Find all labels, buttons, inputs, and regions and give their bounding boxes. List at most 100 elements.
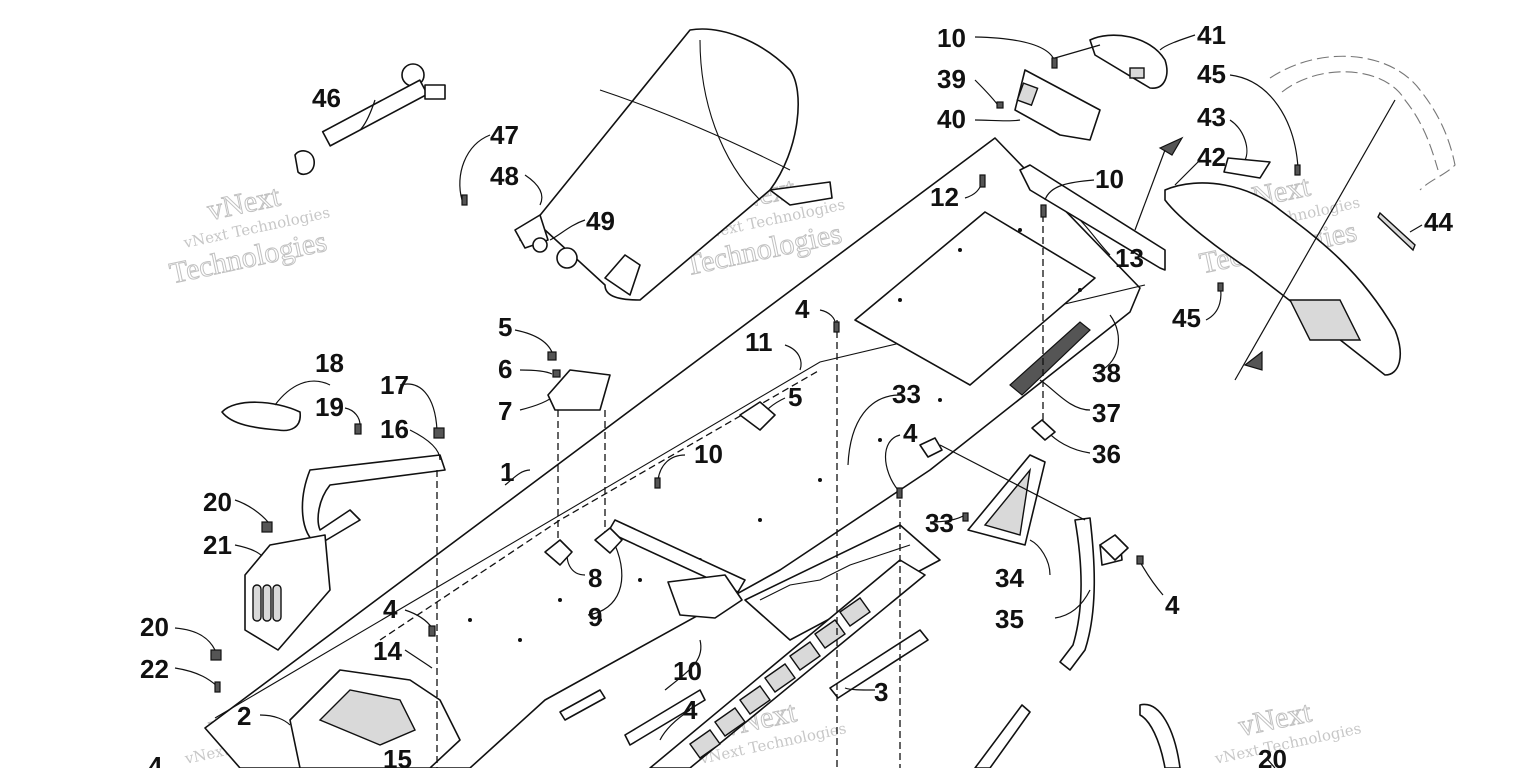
callout-12: 12	[930, 182, 959, 212]
callout-7: 7	[498, 396, 512, 426]
taillight	[1089, 34, 1168, 89]
pump-fitting	[424, 84, 446, 100]
callout-11: 11	[745, 327, 773, 357]
running-board-cutouts	[689, 597, 871, 759]
bolt	[996, 101, 1004, 109]
callout-4: 4	[795, 294, 810, 324]
callout-20c: 20	[1258, 744, 1287, 768]
bolt	[1217, 282, 1224, 292]
callout-6: 6	[498, 354, 512, 384]
callout-8: 8	[588, 563, 602, 593]
rear-assembly	[1014, 34, 1456, 381]
callout-40: 40	[937, 104, 966, 134]
left-side-hardware	[210, 401, 446, 661]
clip-36	[1031, 419, 1056, 441]
rear-grab-handle	[1059, 517, 1096, 671]
callout-3: 3	[874, 677, 888, 707]
callout-5b: 5	[788, 382, 802, 412]
callout-33b: 33	[925, 508, 954, 538]
callout-1: 1	[500, 457, 514, 487]
bolt	[214, 681, 221, 693]
grommet	[739, 401, 776, 431]
callout-34: 34	[995, 563, 1024, 593]
callout-4f: 4	[148, 751, 163, 768]
callout-5: 5	[498, 312, 512, 342]
callout-39: 39	[937, 64, 966, 94]
left-trim-strip-2	[624, 689, 706, 746]
callout-38: 38	[1092, 358, 1121, 388]
rear-bumper-phantom-inner	[1281, 71, 1439, 171]
callout-21: 21	[203, 530, 232, 560]
grab-handle	[301, 454, 446, 546]
rear-tube	[974, 704, 1031, 768]
assembly-lines	[436, 44, 1101, 768]
bolt	[428, 625, 436, 637]
tunnel-holes	[468, 228, 1082, 642]
callout-41: 41	[1197, 20, 1226, 50]
callout-33: 33	[892, 379, 921, 409]
callout-18: 18	[315, 348, 344, 378]
bolt	[1051, 57, 1058, 69]
taillight-bracket	[1014, 69, 1101, 141]
callout-16: 16	[380, 414, 409, 444]
callout-45: 45	[1197, 59, 1226, 89]
direction-arrow-top	[1158, 136, 1184, 156]
rear-bumper-phantom	[1269, 55, 1456, 191]
bolt	[552, 369, 561, 378]
fasteners	[214, 57, 1301, 693]
callout-4b: 4	[903, 418, 918, 448]
snow-flap	[1164, 182, 1401, 376]
tunnel-rear-cover	[854, 211, 1096, 386]
bolt	[433, 427, 445, 439]
heat-shield	[221, 401, 301, 432]
rear-bumper-segment	[1139, 703, 1181, 768]
tunnel-assembly	[204, 137, 1181, 768]
callout-14: 14	[373, 636, 402, 666]
front-left-bracket	[667, 574, 743, 619]
callout-35: 35	[995, 604, 1024, 634]
callout-19: 19	[315, 392, 344, 422]
grommet	[594, 527, 623, 554]
callout-10d: 10	[673, 656, 702, 686]
grommet	[1099, 534, 1129, 561]
bolt	[833, 321, 840, 333]
callout-49: 49	[586, 206, 615, 236]
bolt	[461, 194, 468, 206]
side-rail	[829, 629, 929, 699]
callout-36: 36	[1092, 439, 1121, 469]
bolt	[547, 351, 557, 361]
seat-strap	[769, 181, 833, 206]
callout-20: 20	[203, 487, 232, 517]
callout-44: 44	[1424, 207, 1453, 237]
decal	[1223, 157, 1271, 179]
callout-labels: 10 39 40 41 45 43 42 44 45 10 12 13 38 3…	[140, 20, 1453, 768]
clip-fastener-lower	[210, 649, 222, 661]
fastener-33	[919, 437, 943, 458]
callout-10b: 10	[1095, 164, 1124, 194]
bolt	[654, 477, 661, 489]
callout-43: 43	[1197, 102, 1226, 132]
callout-4d: 4	[383, 594, 398, 624]
callout-42: 42	[1197, 142, 1226, 172]
callout-48: 48	[490, 161, 519, 191]
snow-flap-logo	[1288, 299, 1362, 341]
bolt	[1136, 555, 1144, 565]
bolt	[1040, 204, 1047, 218]
left-trim-strip	[559, 689, 606, 721]
callout-47: 47	[490, 120, 519, 150]
seat-retainer	[556, 247, 578, 269]
heat-exchanger-grille	[1009, 321, 1091, 396]
bolt	[979, 174, 986, 188]
callout-22: 22	[140, 654, 169, 684]
washer	[532, 237, 548, 253]
right-footrest	[744, 524, 941, 641]
right-side-hardware	[967, 454, 1123, 671]
bolt	[1294, 164, 1301, 176]
bolt	[962, 512, 969, 522]
seat-rear-latch	[604, 254, 641, 296]
rear-bracket	[1019, 164, 1166, 271]
taillight-connector	[1129, 67, 1145, 79]
air-pump	[294, 63, 446, 176]
seat-side-edge	[699, 39, 761, 201]
callout-17: 17	[380, 370, 409, 400]
